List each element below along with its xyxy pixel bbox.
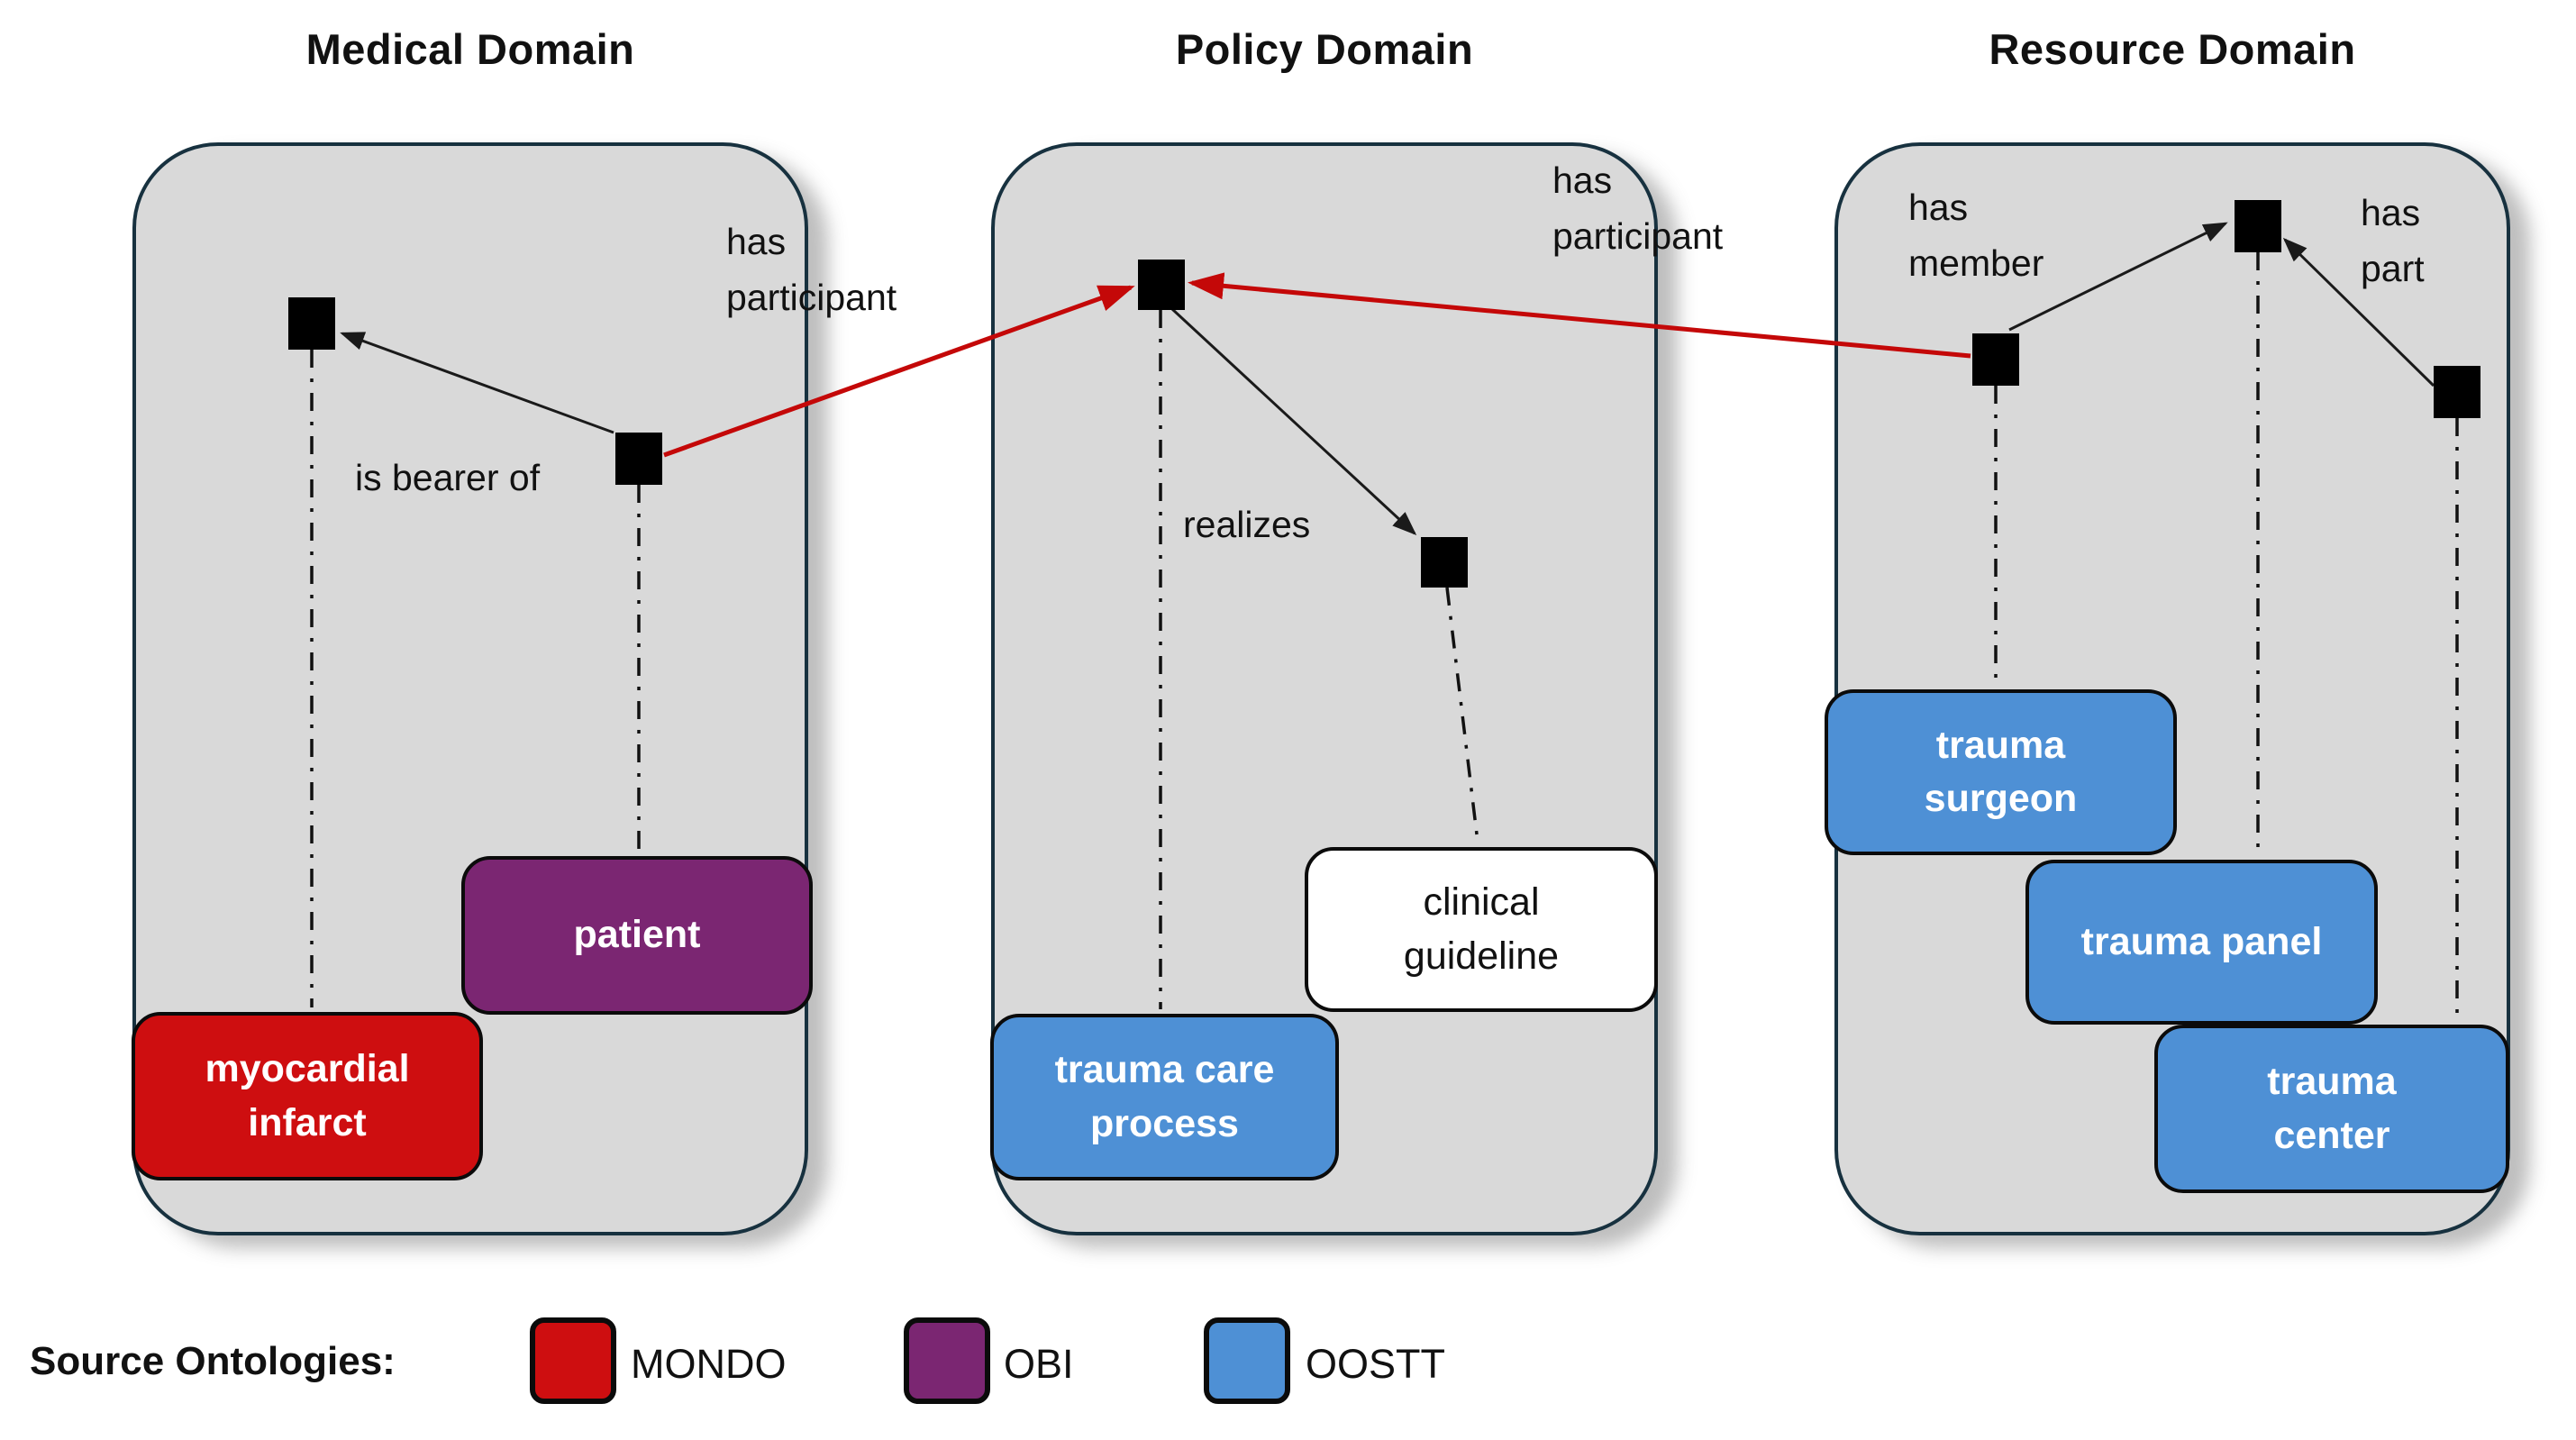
legend-name-oostt: OOSTT <box>1306 1341 1445 1387</box>
medical-domain-title: Medical Domain <box>305 25 635 73</box>
myocardial-infarct-box: myocardial infarct <box>132 1012 483 1180</box>
legend-title: Source Ontologies: <box>30 1339 396 1383</box>
has-part-label: has part <box>2361 192 2425 289</box>
policy-process-node <box>1138 260 1185 310</box>
has-member-arrow <box>2008 222 2228 332</box>
is-bearer-of-label: is bearer of <box>355 457 541 498</box>
patient-box: patient <box>461 856 813 1015</box>
realizes-arrow <box>1170 307 1417 536</box>
policy-guideline-node <box>1421 537 1468 588</box>
has-participant-right-arrow <box>1188 272 1971 359</box>
has-participant-left-label: has participant <box>726 221 897 318</box>
legend-name-obi: OBI <box>1004 1341 1074 1387</box>
dash-line-clinical-guideline <box>1445 587 1479 843</box>
resource-domain-title: Resource Domain <box>1989 25 2356 73</box>
is-bearer-of-arrow <box>340 332 614 434</box>
legend-swatch-obi <box>904 1317 990 1404</box>
resource-surgeon-node <box>1972 333 2019 386</box>
realizes-label: realizes <box>1183 504 1311 545</box>
resource-panel-node <box>2235 200 2281 252</box>
legend-swatch-mondo <box>530 1317 616 1404</box>
has-participant-left-arrow <box>663 285 1135 458</box>
trauma-panel-box: trauma panel <box>2025 860 2378 1025</box>
medical-patient-node <box>615 433 662 485</box>
has-part-arrow <box>2282 237 2435 387</box>
trauma-care-process-box: trauma care process <box>990 1014 1339 1180</box>
trauma-surgeon-box: trauma surgeon <box>1825 689 2177 855</box>
clinical-guideline-box: clinical guideline <box>1305 847 1658 1012</box>
resource-center-node <box>2434 366 2480 418</box>
trauma-center-box: trauma center <box>2154 1025 2509 1193</box>
medical-disease-node <box>288 297 335 350</box>
legend-swatch-oostt <box>1204 1317 1290 1404</box>
legend-name-mondo: MONDO <box>631 1341 787 1387</box>
has-member-label: has member <box>1908 187 2044 284</box>
policy-domain-title: Policy Domain <box>1175 25 1474 73</box>
has-participant-right-label: has participant <box>1552 159 1724 257</box>
